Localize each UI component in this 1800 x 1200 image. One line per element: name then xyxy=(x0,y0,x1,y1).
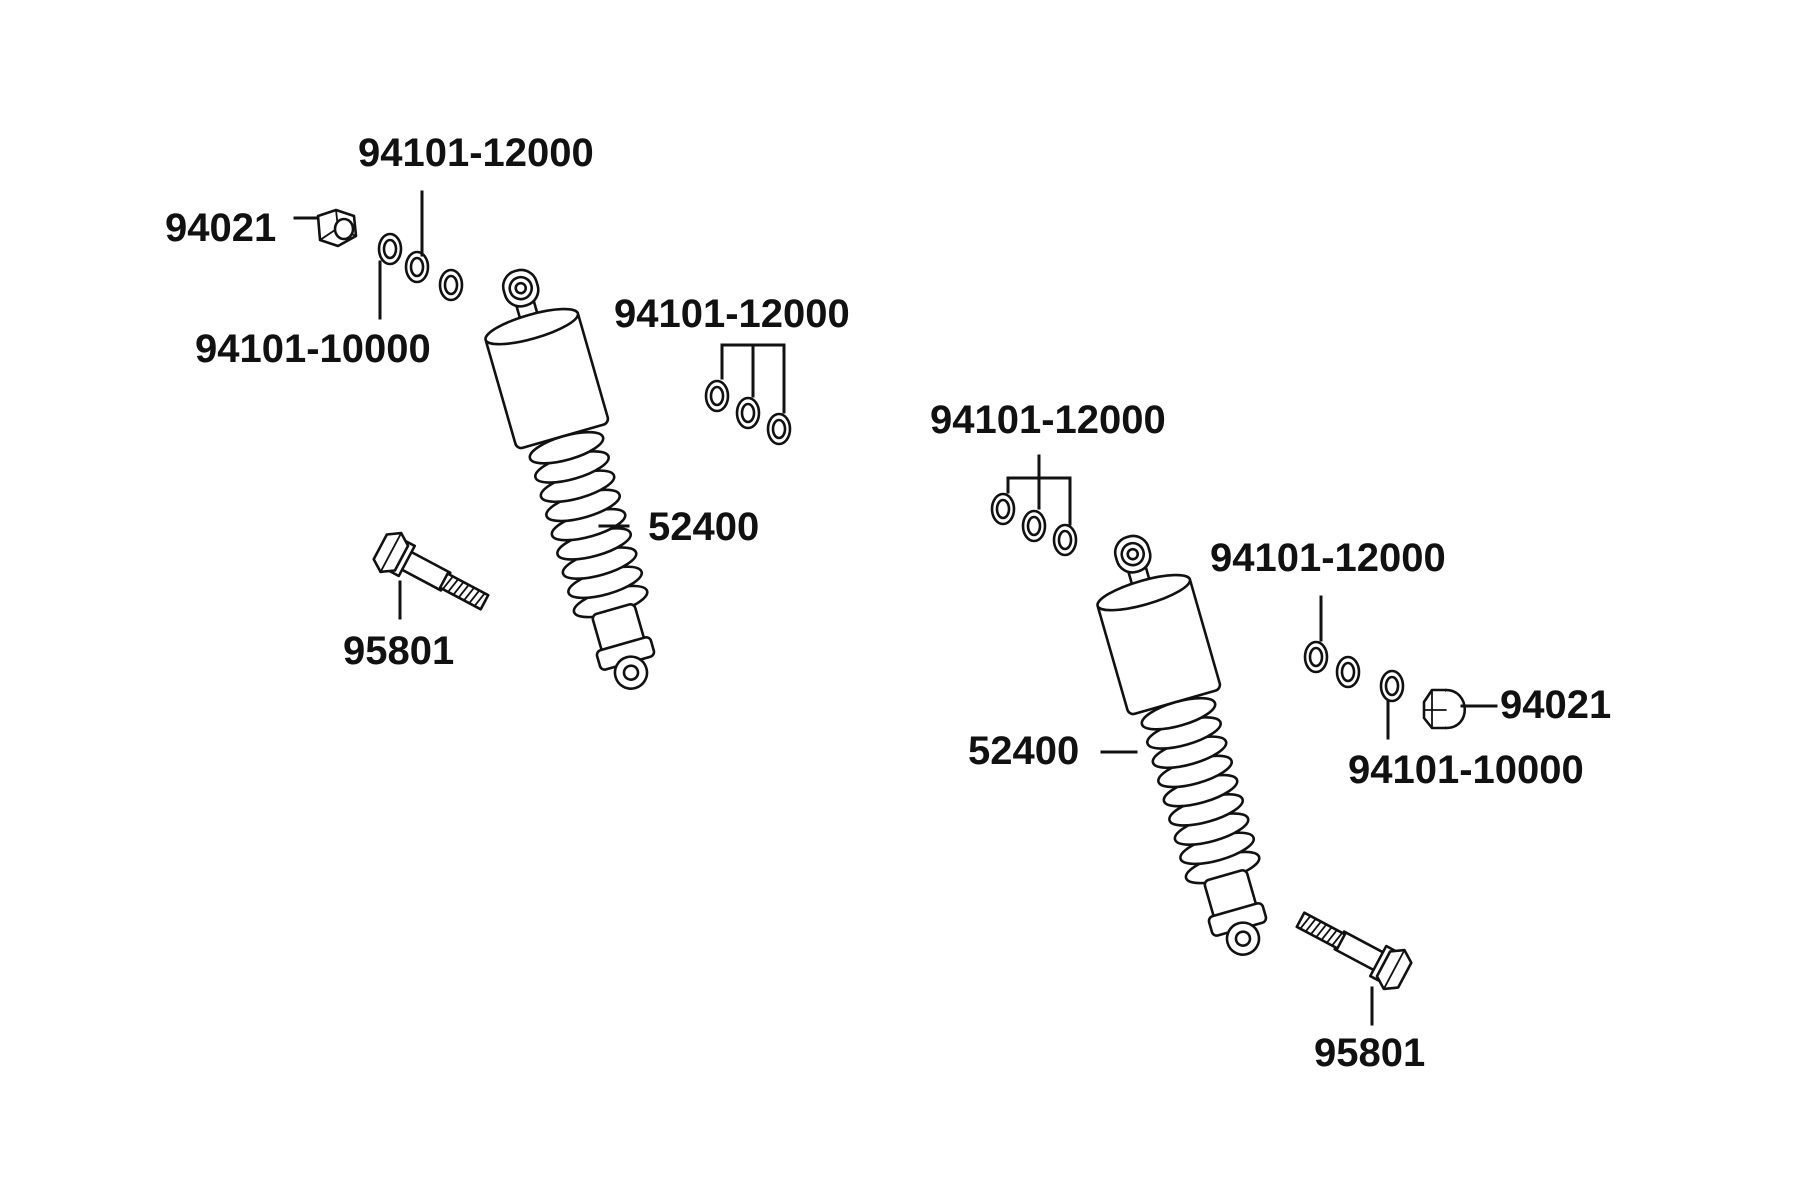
label-left-washer-triple: 94101-12000 xyxy=(614,292,850,336)
right-washer-94101-10000 xyxy=(1379,669,1405,703)
right-washer-triple-94101-12000 xyxy=(990,492,1078,557)
left-washer-triple-94101-12000 xyxy=(704,379,792,446)
label-right-washer-small: 94101-10000 xyxy=(1348,748,1584,792)
left-nut-94021 xyxy=(316,208,358,248)
left-shock-absorber-52400 xyxy=(484,268,656,690)
right-washer-pair-94101-12000 xyxy=(1303,640,1361,689)
leader-lines xyxy=(293,190,1498,1026)
right-nut-94021 xyxy=(1422,688,1467,730)
right-shock-absorber-52400 xyxy=(1096,534,1268,956)
label-left-washer-pair: 94101-12000 xyxy=(358,131,594,175)
label-right-washer-pair: 94101-12000 xyxy=(1210,536,1446,580)
right-bolt-95801 xyxy=(1295,911,1413,991)
left-bolt-95801 xyxy=(372,531,490,611)
label-left-nut: 94021 xyxy=(165,206,276,250)
label-left-washer-small: 94101-10000 xyxy=(195,327,431,371)
label-right-washer-triple: 94101-12000 xyxy=(930,398,1166,442)
label-right-bolt: 95801 xyxy=(1314,1031,1425,1075)
left-washer-94101-10000 xyxy=(377,232,403,266)
part-labels: 94021 94101-10000 94101-12000 94101-1200… xyxy=(165,131,1611,1075)
label-left-bolt: 95801 xyxy=(343,629,454,673)
label-right-nut: 94021 xyxy=(1500,683,1611,727)
left-washer-pair-94101-12000 xyxy=(404,250,464,302)
label-right-shock: 52400 xyxy=(968,729,1079,773)
label-left-shock: 52400 xyxy=(648,505,759,549)
